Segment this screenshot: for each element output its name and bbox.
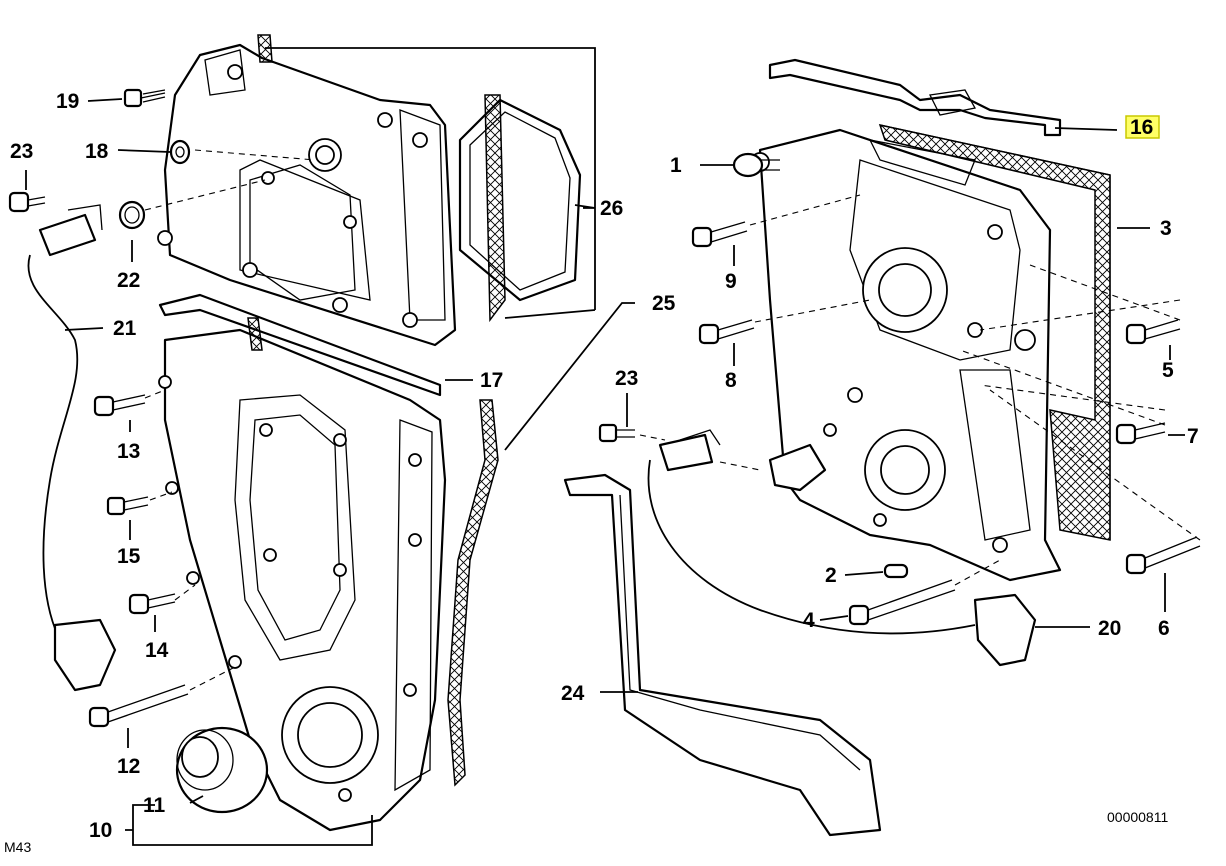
callout-23-right: 23	[615, 367, 638, 390]
bolt-7	[1115, 422, 1166, 445]
callout-20: 20	[1098, 617, 1121, 640]
bolt-12	[88, 684, 189, 728]
callout-1: 1	[670, 154, 682, 177]
callout-24: 24	[561, 682, 585, 705]
bolt-23-left	[8, 191, 46, 213]
bolt-5	[1125, 319, 1181, 345]
callout-10: 10	[89, 819, 112, 842]
callout-16: 16	[1130, 116, 1153, 139]
image-number: 00000811	[1107, 809, 1168, 825]
upper-cover-gasket	[458, 94, 582, 323]
gasket-small-17	[247, 317, 263, 351]
crankshaft-seal	[175, 726, 269, 814]
bracket-24	[563, 473, 882, 837]
bolt-15	[106, 496, 149, 516]
callout-2: 2	[825, 564, 837, 587]
sensor-20	[647, 429, 1037, 667]
bolt-4	[848, 579, 956, 626]
gasket-16	[768, 58, 1062, 137]
callout-6: 6	[1158, 617, 1170, 640]
callout-9: 9	[725, 270, 737, 293]
engine-block-front	[750, 128, 1062, 582]
washer-18	[169, 139, 191, 165]
callout-25: 25	[652, 292, 676, 315]
bolt-14	[128, 593, 176, 615]
bolt-8	[698, 319, 755, 345]
callout-23-left: 23	[10, 140, 33, 163]
dowel-1	[732, 152, 780, 178]
bolt-19	[123, 88, 166, 108]
callout-8: 8	[725, 369, 737, 392]
callout-13: 13	[117, 440, 140, 463]
guide-lines	[144, 149, 1201, 691]
callout-labels: 19 18 23 22 21 13 15 14 12 11 10 17 26 2…	[10, 90, 1199, 842]
lower-cover-gasket	[447, 399, 499, 787]
bolt-23-right	[598, 423, 635, 443]
callout-leaders	[25, 47, 1185, 846]
callout-21: 21	[113, 317, 137, 340]
bolt-6	[1125, 536, 1201, 575]
gasket-strip-17	[158, 293, 442, 397]
sensor-21	[27, 204, 117, 692]
seal-ring-22	[118, 200, 146, 230]
callout-3: 3	[1160, 217, 1172, 240]
figure-code: M43	[4, 839, 31, 855]
bolt-9	[691, 221, 748, 248]
callout-19: 19	[56, 90, 79, 113]
callout-4: 4	[803, 609, 815, 632]
bracket-24-inner	[619, 494, 861, 771]
callout-15: 15	[117, 545, 141, 568]
callout-14: 14	[145, 639, 169, 662]
callout-26: 26	[600, 197, 623, 220]
callout-11: 11	[143, 794, 166, 817]
highlight-16	[1125, 115, 1160, 139]
callout-7: 7	[1187, 425, 1199, 448]
callout-18: 18	[85, 140, 109, 163]
callout-17: 17	[480, 369, 503, 392]
lower-timing-cover	[158, 328, 447, 832]
dowel-2	[883, 563, 909, 579]
gasket-3-outline	[879, 124, 1111, 540]
upper-timing-cover	[157, 43, 457, 347]
callout-22: 22	[117, 269, 140, 292]
callout-5: 5	[1162, 359, 1174, 382]
bolt-13	[93, 394, 146, 417]
callout-12: 12	[117, 755, 140, 778]
